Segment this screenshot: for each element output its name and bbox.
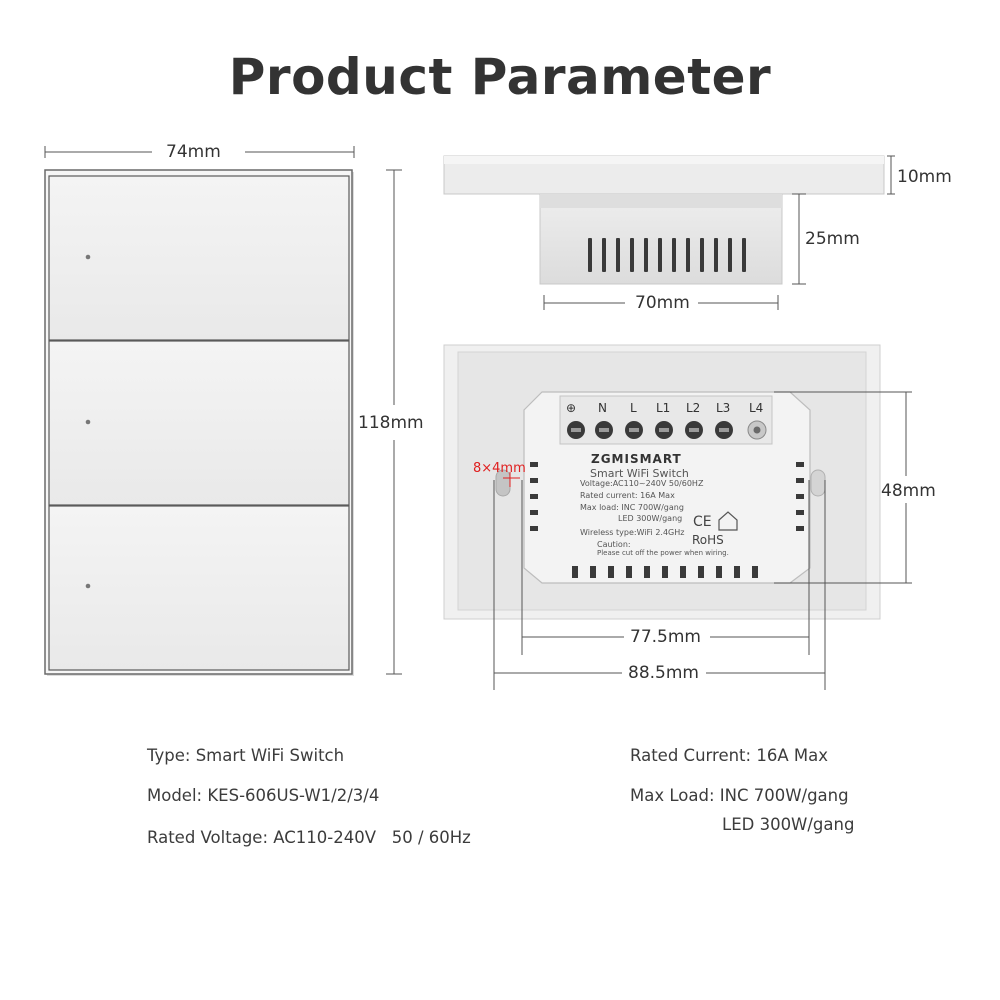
indicator-dot-2 — [85, 419, 91, 425]
label-caution-note: Please cut off the power when wiring. — [597, 549, 729, 557]
label-caution: Caution: — [597, 540, 631, 549]
dim-line-side — [543, 155, 895, 310]
side-view — [443, 155, 885, 285]
label-current: Rated current: 16A Max — [580, 491, 675, 500]
terminal-l2: L2 — [686, 401, 701, 415]
module-bottom-notches — [572, 566, 758, 578]
terminal-ground: ⊕ — [566, 401, 577, 415]
indicator-dot-3 — [85, 583, 91, 589]
module-side-notches — [530, 462, 804, 531]
terminal-l: L — [630, 401, 637, 415]
terminal-l4: L4 — [749, 401, 764, 415]
switch-button-2 — [48, 340, 350, 506]
ce-mark: CE — [693, 514, 712, 530]
spec-current: Rated Current: 16A Max — [630, 746, 828, 765]
label-voltage: Voltage:AC110~240V 50/60HZ — [580, 479, 704, 488]
brand-logo: ZGMISMART — [591, 452, 682, 466]
slot-marker — [503, 472, 520, 487]
mounting-slot-right — [810, 469, 826, 497]
dim-label-8x4mm: 8×4mm — [473, 461, 526, 476]
label-load-led: LED 300W/gang — [618, 514, 683, 523]
terminal-screws — [567, 420, 767, 440]
dim-label-88-5mm: 88.5mm — [624, 663, 703, 683]
dim-line-74mm — [44, 146, 355, 158]
spec-max-load: Max Load: INC 700W/gang — [630, 786, 849, 805]
dim-label-10mm: 10mm — [897, 167, 952, 187]
page-title: Product Parameter — [228, 48, 772, 106]
dim-label-25mm: 25mm — [805, 229, 860, 249]
back-view — [443, 344, 881, 620]
spec-voltage: Rated Voltage: AC110-240V 50 / 60Hz — [147, 828, 471, 847]
spec-led-load: LED 300W/gang — [722, 815, 855, 834]
indicator-dot-1 — [85, 254, 91, 260]
spec-model: Model: KES-606US-W1/2/3/4 — [147, 786, 380, 805]
dim-label-70mm: 70mm — [631, 293, 694, 313]
spec-type: Type: Smart WiFi Switch — [147, 746, 345, 765]
switch-button-3 — [48, 505, 350, 671]
label-load-inc: Max load: INC 700W/gang — [580, 503, 684, 512]
home-icon — [718, 511, 738, 531]
dim-label-118mm: 118mm — [358, 411, 424, 435]
terminal-l1: L1 — [656, 401, 671, 415]
dim-label-74mm: 74mm — [162, 142, 225, 162]
switch-button-1 — [48, 175, 350, 341]
dim-label-48mm: 48mm — [881, 479, 936, 503]
front-panel — [44, 169, 354, 676]
dim-line-back — [493, 391, 912, 690]
terminal-l3: L3 — [716, 401, 731, 415]
terminal-n: N — [598, 401, 607, 415]
label-product: Smart WiFi Switch — [590, 467, 689, 480]
rohs-mark: RoHS — [692, 533, 724, 547]
dim-label-77-5mm: 77.5mm — [626, 627, 705, 647]
label-wireless: Wireless type:WiFi 2.4GHz — [580, 528, 685, 537]
dim-line-118mm — [386, 169, 402, 675]
vent-slots — [588, 238, 746, 272]
